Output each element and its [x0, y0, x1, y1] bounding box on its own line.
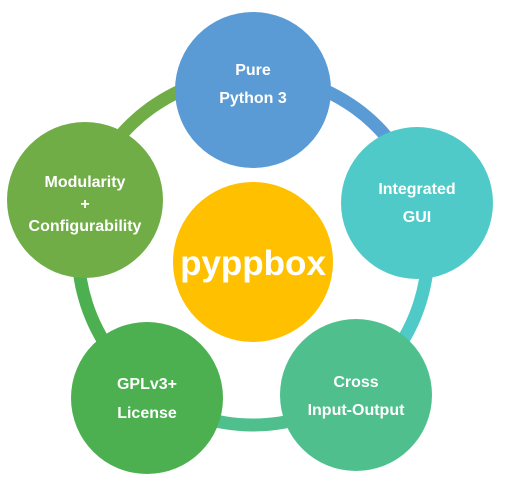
node-pure-python: Pure Python 3 — [175, 12, 331, 168]
center-label: pyppbox — [180, 244, 326, 283]
node-label-cross-line1: Cross — [333, 374, 378, 391]
node-label-mod-line3: Configurability — [29, 218, 142, 235]
node-label-mod-line2: + — [80, 196, 89, 213]
node-circle-cross-io — [280, 319, 432, 471]
node-label-license-line2: License — [117, 405, 177, 422]
node-label-mod-line1: Modularity — [45, 174, 126, 191]
node-label-license-line1: GPLv3+ — [117, 376, 177, 393]
node-modularity: Modularity + Configurability — [7, 122, 163, 278]
node-label-gui-line1: Integrated — [378, 181, 455, 198]
node-circle-integrated-gui — [341, 127, 493, 279]
node-circle-pure-python — [175, 12, 331, 168]
center-circle — [173, 182, 333, 342]
node-license: GPLv3+ License — [71, 322, 223, 474]
node-label-gui-line2: GUI — [403, 209, 431, 226]
node-label-pure-line1: Pure — [235, 62, 271, 79]
center-node: pyppbox — [173, 182, 333, 342]
node-circle-license — [71, 322, 223, 474]
node-label-pure-line2: Python 3 — [219, 90, 287, 107]
node-label-cross-line2: Input-Output — [308, 402, 406, 419]
node-integrated-gui: Integrated GUI — [341, 127, 493, 279]
node-circle-modularity — [7, 122, 163, 278]
node-cross-io: Cross Input-Output — [280, 319, 432, 471]
